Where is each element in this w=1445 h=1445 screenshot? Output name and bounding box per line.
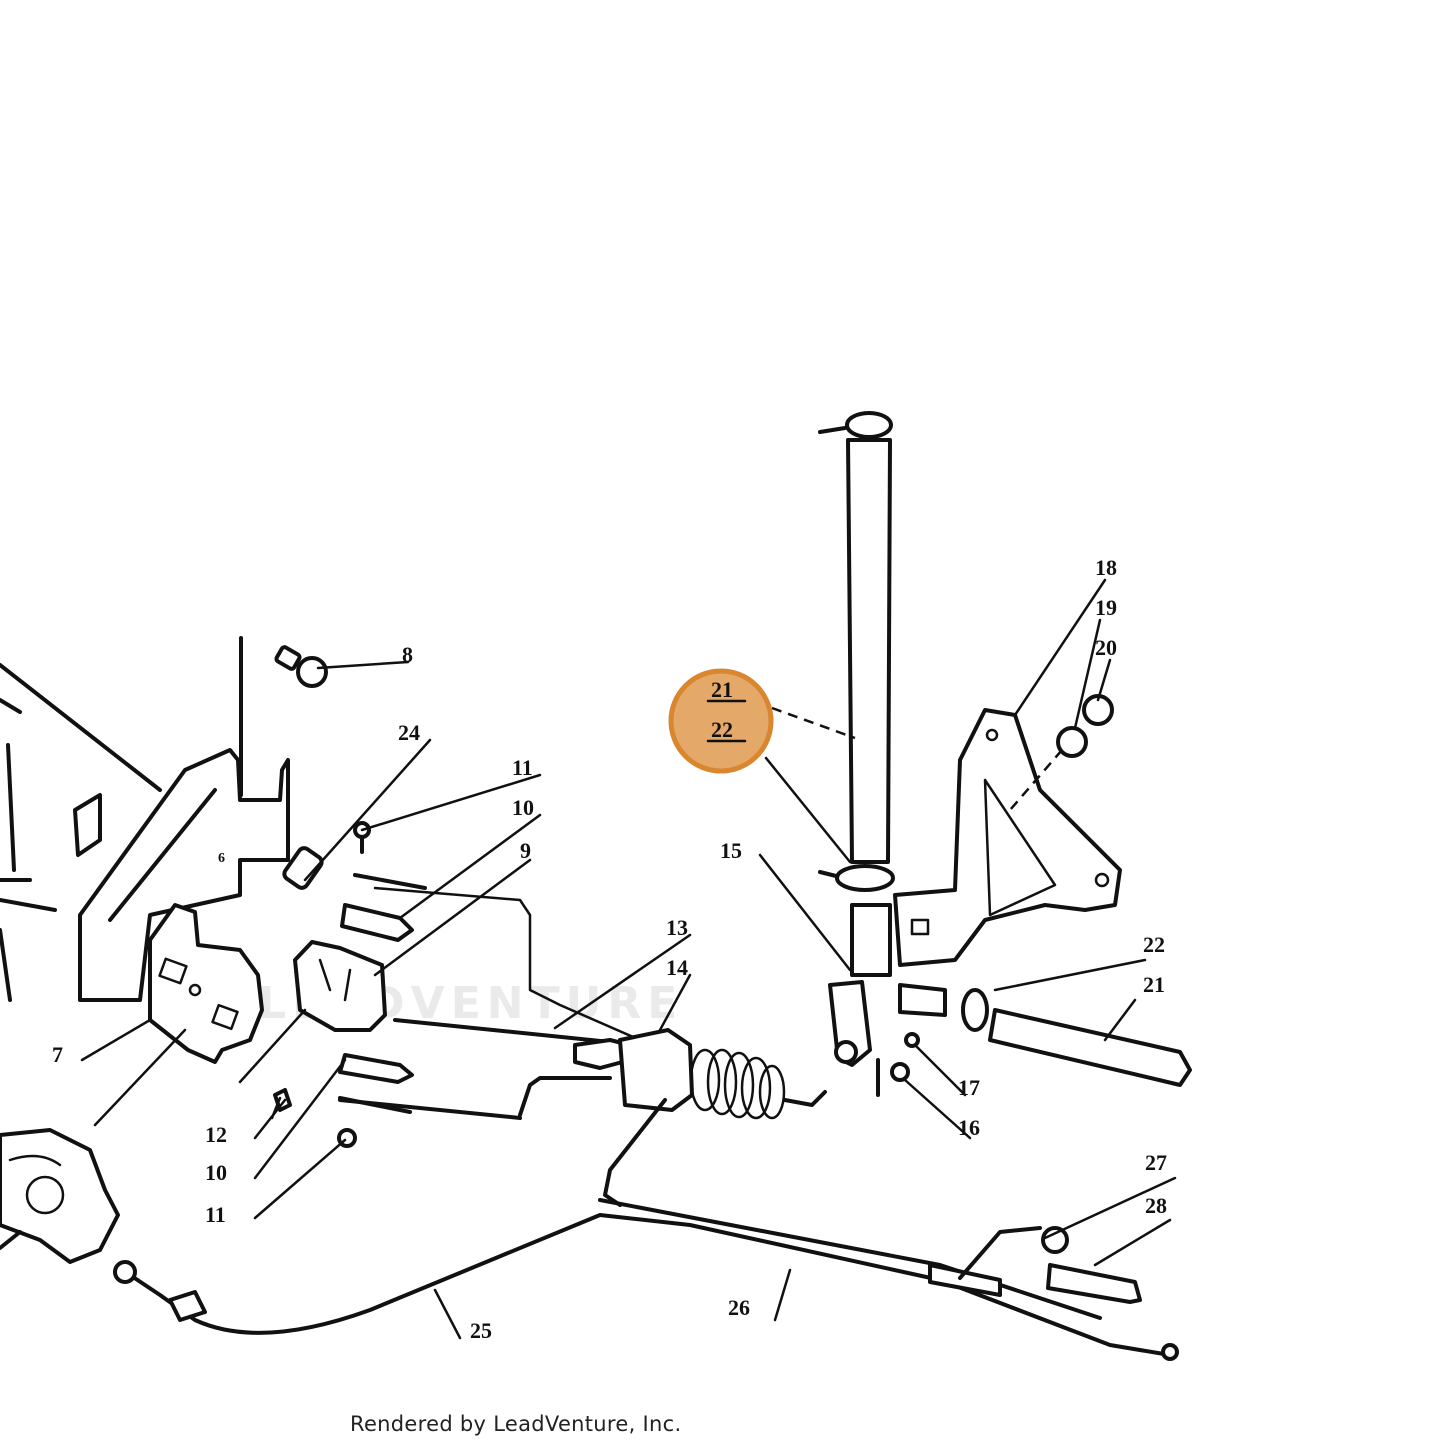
callout-18: 18 (1095, 555, 1117, 580)
callout-10-bottom: 10 (205, 1160, 227, 1185)
callout-11-top: 11 (512, 755, 533, 780)
callout-25: 25 (470, 1318, 492, 1343)
callout-15: 15 (720, 838, 742, 863)
left-linkage-assembly (0, 636, 427, 1264)
callout-24: 24 (398, 720, 420, 745)
callout-16: 16 (958, 1115, 980, 1140)
callout-14: 14 (666, 955, 688, 980)
callout-26: 26 (728, 1295, 750, 1320)
callout-7: 7 (52, 1042, 63, 1067)
highlighted-callout[interactable]: 21 22 (668, 668, 774, 774)
bolt-8 (274, 645, 328, 688)
callout-12: 12 (205, 1122, 227, 1147)
callout-6: 6 (218, 851, 225, 866)
spring-rod-assembly (338, 886, 827, 1207)
leader-lines (80, 578, 1177, 1340)
right-shaft-assembly (771, 411, 1192, 1097)
callout-8: 8 (402, 642, 413, 667)
highlight-label-22: 22 (711, 717, 733, 742)
highlight-circle (668, 668, 774, 774)
cable-assembly (113, 1198, 1179, 1361)
callout-22: 22 (1143, 932, 1165, 957)
highlight-label-21: 21 (711, 677, 733, 702)
callout-21: 21 (1143, 972, 1165, 997)
callout-19: 19 (1095, 595, 1117, 620)
render-credit: Rendered by LeadVenture, Inc. (350, 1412, 682, 1436)
callout-9: 9 (520, 838, 531, 863)
callout-17: 17 (958, 1075, 980, 1100)
callout-13: 13 (666, 915, 688, 940)
callout-20: 20 (1095, 635, 1117, 660)
callout-10-top: 10 (512, 795, 534, 820)
callout-28: 28 (1145, 1193, 1167, 1218)
callout-labels: 8 24 11 10 9 13 14 7 12 10 11 15 17 16 1… (52, 555, 1167, 1343)
callout-27: 27 (1145, 1150, 1167, 1175)
callout-11-bottom: 11 (205, 1202, 226, 1227)
